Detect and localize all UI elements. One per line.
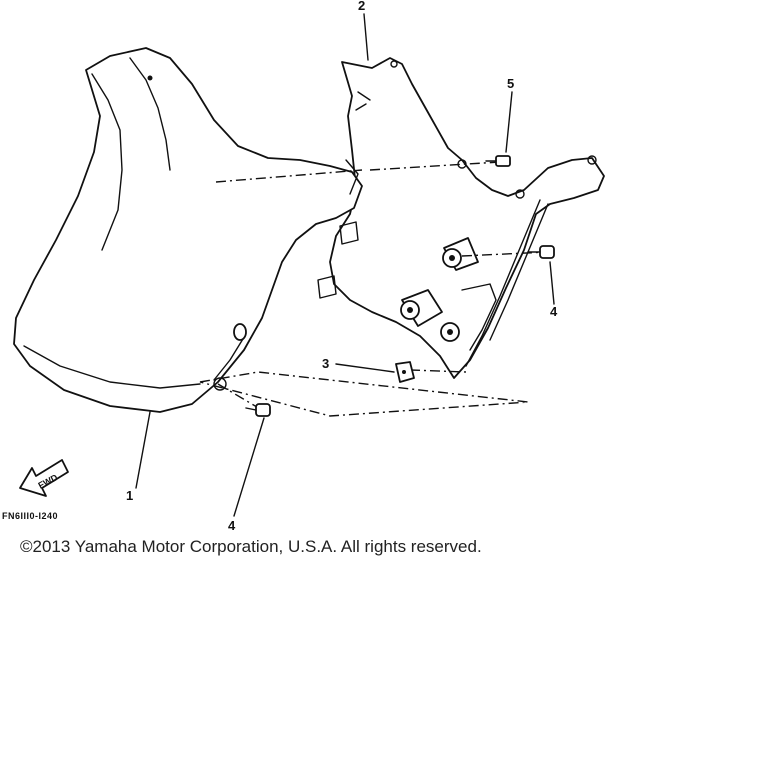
- callout-4-lower: 4: [228, 518, 236, 533]
- callout-5: 5: [507, 76, 514, 91]
- part-4-screw-upper: [527, 245, 555, 259]
- figure-code: FN6III0-I240: [2, 511, 59, 521]
- part-3-grommet: [395, 361, 415, 383]
- copyright-notice: ©2013 Yamaha Motor Corporation, U.S.A. A…: [20, 537, 482, 556]
- part-2-upper-panel: [329, 57, 605, 379]
- leader-lines: [135, 13, 555, 517]
- callout-3: 3: [322, 356, 329, 371]
- callout-4-upper: 4: [550, 304, 558, 319]
- part-5-screw: [485, 155, 511, 167]
- mounting-plane: [199, 161, 549, 417]
- callout-1: 1: [126, 488, 133, 503]
- part-1-side-cover: [13, 47, 363, 413]
- callout-2: 2: [358, 0, 365, 13]
- forward-arrow-icon: FWD: [19, 459, 69, 497]
- part-4-screw-lower: [245, 403, 271, 417]
